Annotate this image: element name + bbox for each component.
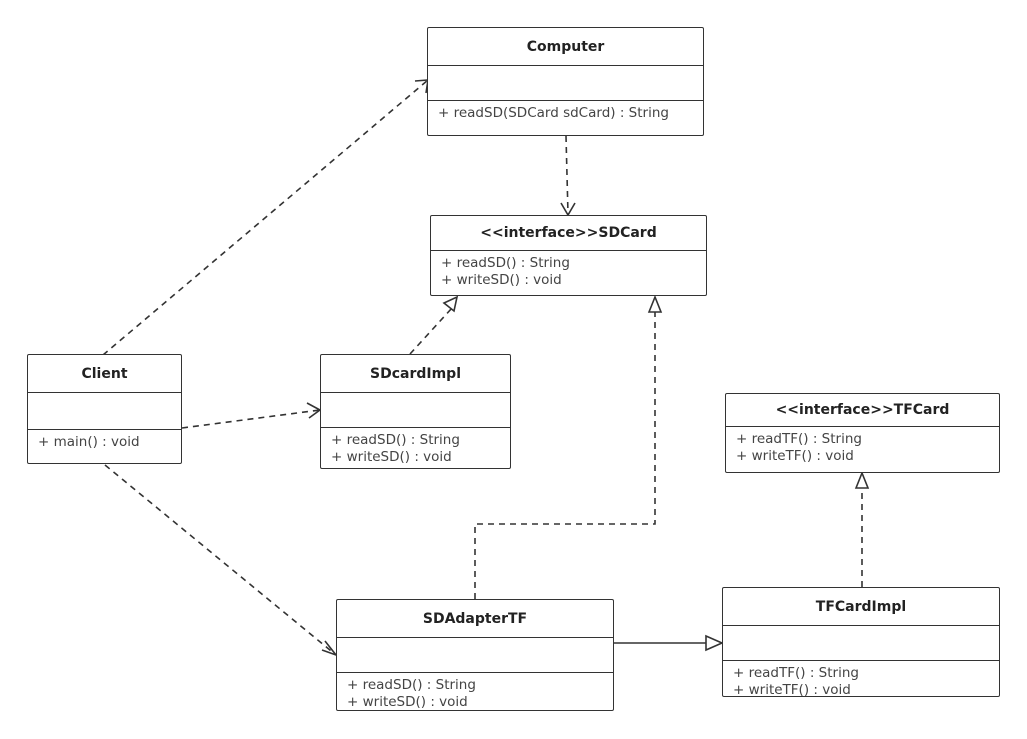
class-sdcard-interface[interactable]: <<interface>>SDCard + readSD() : String … xyxy=(430,215,707,296)
attributes-section xyxy=(337,638,613,673)
operation: + writeTF() : void xyxy=(733,682,851,698)
operation: + readTF() : String xyxy=(736,431,862,447)
class-sdadaptertf[interactable]: SDAdapterTF + readSD() : String + writeS… xyxy=(336,599,614,711)
class-name: SDcardImpl xyxy=(321,355,510,393)
edge-client-computer xyxy=(102,79,429,356)
operations-section: + readSD() : String + writeSD() : void xyxy=(337,673,613,711)
edge-tfcardimpl-tfcard xyxy=(854,470,870,587)
operations-section: + readTF() : String + writeTF() : void xyxy=(726,427,999,465)
operations-section: + readSD() : String + writeSD() : void xyxy=(321,428,510,466)
class-computer[interactable]: Computer + readSD(SDCard sdCard) : Strin… xyxy=(427,27,704,136)
edge-computer-sdcard xyxy=(560,135,576,217)
class-name: TFCardImpl xyxy=(723,588,999,626)
edge-sdcardimpl-sdcard xyxy=(409,295,459,355)
class-client[interactable]: Client + main() : void xyxy=(27,354,182,464)
operation: + writeSD() : void xyxy=(441,272,562,288)
class-tfcard-interface[interactable]: <<interface>>TFCard + readTF() : String … xyxy=(725,393,1000,473)
class-name: Client xyxy=(28,355,181,393)
operation: + readTF() : String xyxy=(733,665,859,681)
operations-section: + main() : void xyxy=(28,430,181,451)
operation: + writeSD() : void xyxy=(347,694,468,710)
class-name: <<interface>>SDCard xyxy=(431,216,706,251)
operations-section: + readSD() : String + writeSD() : void xyxy=(431,251,706,289)
class-name: SDAdapterTF xyxy=(337,600,613,638)
class-sdcardimpl[interactable]: SDcardImpl + readSD() : String + writeSD… xyxy=(320,354,511,469)
class-name: <<interface>>TFCard xyxy=(726,394,999,427)
attributes-section xyxy=(428,66,703,101)
attributes-section xyxy=(321,393,510,428)
class-name: Computer xyxy=(428,28,703,66)
edge-client-sdadaptertf xyxy=(104,464,339,657)
attributes-section xyxy=(28,393,181,430)
operation: + writeSD() : void xyxy=(331,449,452,465)
edge-client-sdcardimpl xyxy=(181,402,322,429)
operation: + readSD() : String xyxy=(331,432,460,448)
class-tfcardimpl[interactable]: TFCardImpl + readTF() : String + writeTF… xyxy=(722,587,1000,699)
operation: + readSD() : String xyxy=(347,677,476,693)
operation: + readSD(SDCard sdCard) : String xyxy=(438,105,669,121)
operation: + readSD() : String xyxy=(441,255,570,271)
edge-sdadaptertf-tfcardimpl xyxy=(614,634,724,652)
operations-section: + readTF() : String + writeTF() : void xyxy=(723,661,999,699)
operations-section: + readSD(SDCard sdCard) : String xyxy=(428,101,703,122)
operation: + main() : void xyxy=(38,434,140,450)
operation: + writeTF() : void xyxy=(736,448,854,464)
edge-sdadaptertf-sdcard xyxy=(474,294,663,599)
attributes-section xyxy=(723,626,999,661)
